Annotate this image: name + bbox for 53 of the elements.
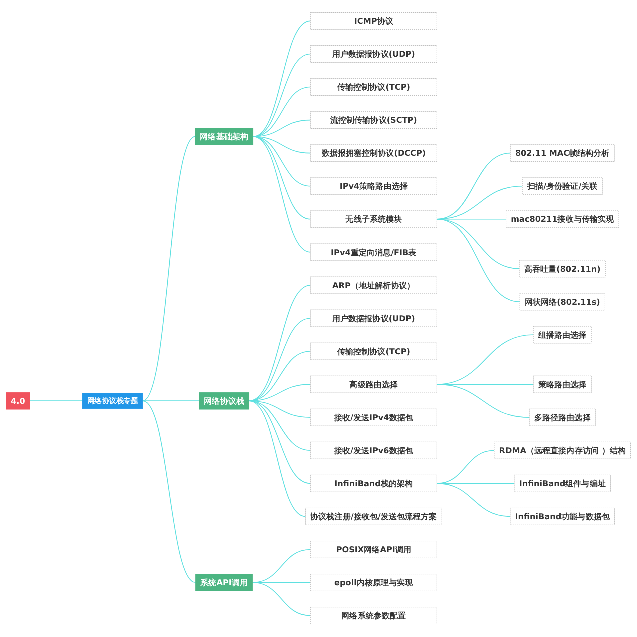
connector xyxy=(248,400,312,452)
connector xyxy=(248,400,306,518)
node-box: 协议栈注册/接收包/发送包流程方案 xyxy=(306,508,442,526)
connector xyxy=(436,483,511,518)
connector xyxy=(252,549,312,584)
node-box: 策略路由选择 xyxy=(533,376,592,394)
node-box: 传输控制协议(TCP) xyxy=(310,78,438,96)
node-box: ARP（地址解析协议） xyxy=(310,276,438,294)
connector xyxy=(252,20,312,138)
node-box: 数据报拥塞控制协议(DCCP) xyxy=(310,144,438,162)
node-box: 网络协议栈 xyxy=(199,392,250,410)
node-box: 接收/发送IPv4数据包 xyxy=(310,408,438,426)
connector xyxy=(436,219,520,302)
connector xyxy=(252,54,312,138)
connector xyxy=(252,582,312,616)
node-box: epoll内核原理与实现 xyxy=(310,574,438,592)
node-box: 用户数据报协议(UDP) xyxy=(310,46,438,63)
node-box: 无线子系统模块 xyxy=(310,210,438,228)
node-box: 802.11 MAC帧结构分析 xyxy=(510,144,615,162)
node-box: ICMP协议 xyxy=(310,12,438,30)
connector xyxy=(142,136,196,402)
connector xyxy=(248,400,312,418)
node-box: InfiniBand栈的架构 xyxy=(310,475,438,492)
node-box: IPv4重定向消息/FIB表 xyxy=(310,244,438,262)
node-box: 扫描/身份验证/关联 xyxy=(522,178,603,196)
node-box: 网络系统参数配置 xyxy=(310,607,438,624)
node-box: 4.0 xyxy=(6,392,30,410)
connector xyxy=(436,334,534,385)
connector xyxy=(436,450,495,484)
node-box: 用户数据报协议(UDP) xyxy=(310,310,438,328)
node-box: 组播路由选择 xyxy=(533,326,592,344)
node-box: RDMA（远程直接内存访问 ）结构 xyxy=(494,442,631,460)
node-box: InfiniBand组件与编址 xyxy=(514,475,611,492)
node-box: 高级路由选择 xyxy=(310,376,438,394)
node-box: 高吞吐量(802.11n) xyxy=(519,260,606,278)
node-box: 网状网络(802.11s) xyxy=(520,293,606,311)
node-box: 系统API调用 xyxy=(196,574,254,592)
node-box: InfiniBand功能与数据包 xyxy=(510,508,615,526)
connector xyxy=(436,384,534,385)
node-box: 接收/发送IPv6数据包 xyxy=(310,442,438,460)
node-box: IPv4策略路由选择 xyxy=(310,178,438,196)
connector xyxy=(30,400,83,402)
node-box: POSIX网络API调用 xyxy=(310,541,438,558)
connector xyxy=(142,400,200,402)
node-box: 网络基础架构 xyxy=(195,128,254,146)
node-box: mac80211接收与传输实现 xyxy=(506,210,620,228)
connector xyxy=(142,400,196,584)
node-box: 流控制传输协议(SCTP) xyxy=(310,112,438,129)
connector xyxy=(252,136,312,253)
connector xyxy=(436,384,530,418)
node-box: 传输控制协议(TCP) xyxy=(310,342,438,360)
node-box: 多路径路由选择 xyxy=(529,408,596,426)
connector xyxy=(248,400,312,484)
